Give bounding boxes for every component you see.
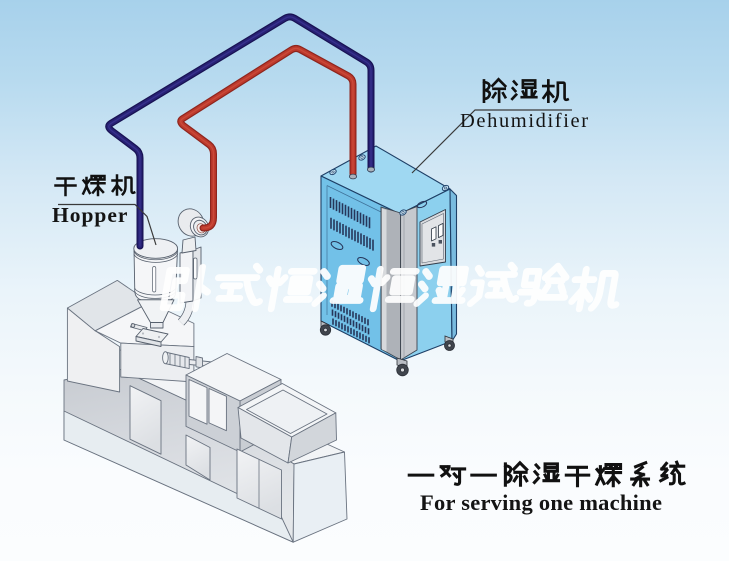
svg-text:Hopper: Hopper <box>52 203 128 227</box>
svg-text:For serving one machine: For serving one machine <box>420 490 662 515</box>
svg-text:Dehumidifier: Dehumidifier <box>460 110 590 132</box>
